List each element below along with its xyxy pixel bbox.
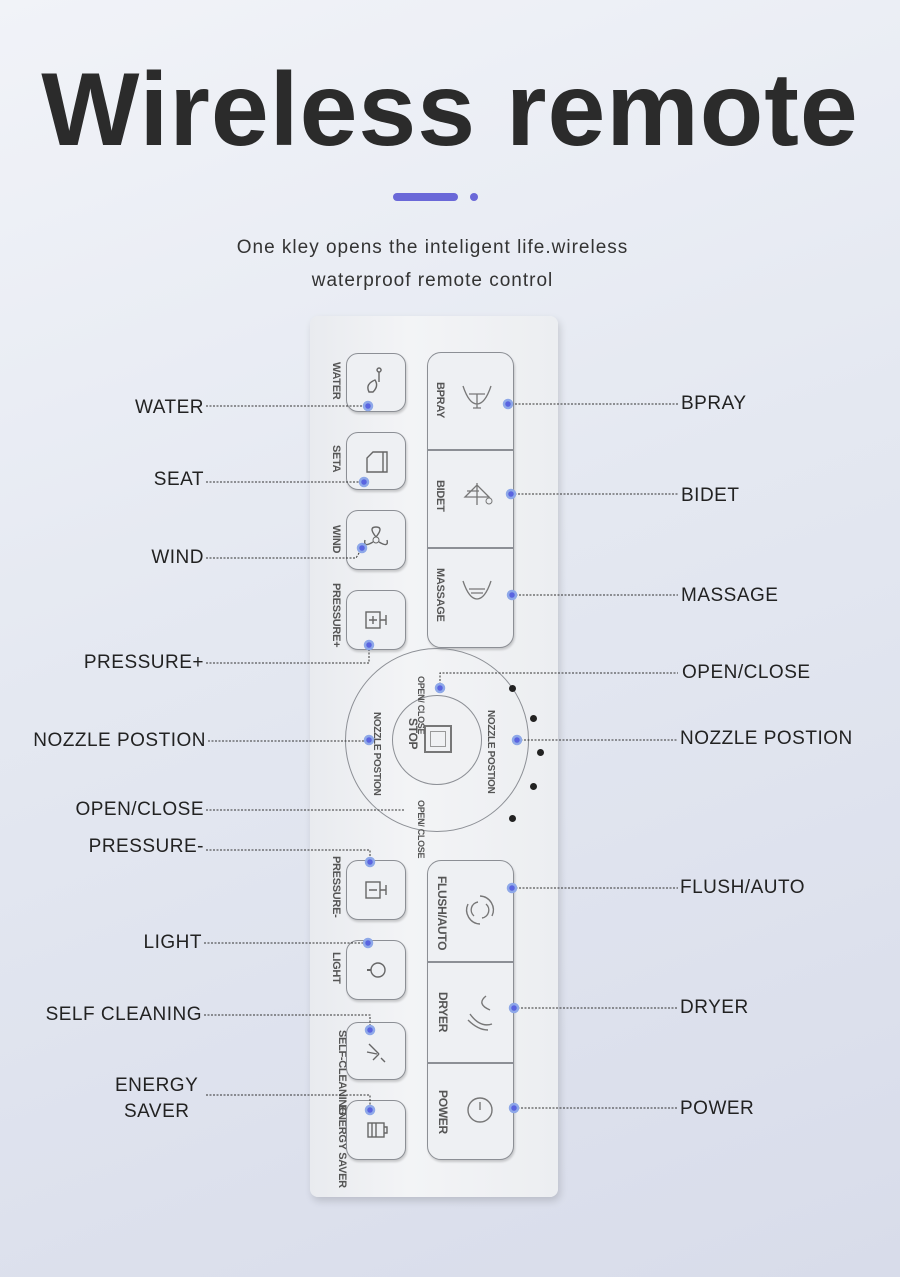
divider xyxy=(428,449,513,451)
pressure-minus-icon xyxy=(365,881,387,899)
nozzle-left-button[interactable]: NOZZLE POSTION xyxy=(371,712,382,796)
pressure-minus-button[interactable] xyxy=(346,860,406,920)
pressure-plus-icon xyxy=(365,611,387,629)
bidet-button[interactable]: BIDET xyxy=(434,480,446,512)
divider xyxy=(428,961,513,963)
callout-massage: MASSAGE xyxy=(681,585,779,606)
open-close-top-button[interactable]: OPEN/ CLOSE xyxy=(416,676,426,735)
callout-wind: WIND xyxy=(151,547,204,568)
accent-bar xyxy=(393,193,458,201)
massage-icon xyxy=(462,580,492,600)
callout-water: WATER xyxy=(135,397,204,418)
indicator-dot xyxy=(530,715,537,722)
label-light: LIGHT xyxy=(330,952,342,984)
callout-power: POWER xyxy=(680,1098,755,1119)
callout-flush-auto: FLUSH/AUTO xyxy=(680,877,806,898)
label-wind: WIND xyxy=(330,525,342,554)
fan-icon xyxy=(363,526,389,546)
water-temperature-icon xyxy=(367,366,382,393)
light-bulb-icon xyxy=(367,962,386,978)
dryer-icon xyxy=(467,995,493,1031)
indicator-dot xyxy=(509,815,516,822)
callout-self-cleaning: SELF CLEANING xyxy=(45,1004,202,1025)
label-pressure-plus: PRESSURE+ xyxy=(330,583,342,648)
stop-label: STOP xyxy=(406,718,420,750)
flush-auto-button[interactable]: FLUSH/AUTO xyxy=(435,876,449,951)
battery-icon xyxy=(367,1122,388,1138)
massage-button[interactable]: MASSAGE xyxy=(434,568,446,622)
water-button[interactable] xyxy=(346,353,406,412)
bidet-icon xyxy=(463,483,493,505)
label-energy-saver: ENERGY SAVER xyxy=(336,1105,348,1188)
stop-button[interactable] xyxy=(392,695,482,785)
page-title: Wireless remote xyxy=(41,52,859,168)
callout-bpray: BPRAY xyxy=(681,393,747,414)
flush-swirl-icon xyxy=(465,895,495,925)
callout-dryer: DRYER xyxy=(680,997,749,1018)
spray-icon xyxy=(462,385,492,409)
subtitle-line-2: waterproof remote control xyxy=(311,270,554,291)
callout-saver: SAVER xyxy=(124,1101,190,1122)
indicator-dot xyxy=(530,783,537,790)
callout-open-close-bottom: OPEN/CLOSE xyxy=(75,799,204,820)
callout-energy: ENERGY xyxy=(115,1075,199,1096)
nozzle-right-button[interactable]: NOZZLE POSTION xyxy=(485,710,496,794)
wind-button[interactable] xyxy=(346,510,406,570)
dryer-button[interactable]: DRYER xyxy=(436,992,450,1033)
label-water: WATER xyxy=(330,362,342,400)
pressure-plus-button[interactable] xyxy=(346,590,406,650)
power-button[interactable]: POWER xyxy=(436,1090,450,1134)
indicator-dot xyxy=(537,749,544,756)
divider xyxy=(428,547,513,549)
energy-saver-button[interactable] xyxy=(346,1100,406,1160)
label-self-cleaning: SELF-CLEANING xyxy=(336,1030,348,1116)
power-icon xyxy=(467,1097,493,1123)
callout-light: LIGHT xyxy=(143,932,202,953)
callout-bidet: BIDET xyxy=(681,485,740,506)
callout-pressure-minus: PRESSURE- xyxy=(88,836,204,857)
open-close-bottom-button[interactable]: OPEN/ CLOSE xyxy=(416,800,426,859)
bpray-button[interactable]: BPRAY xyxy=(434,382,446,418)
callout-nozzle-position-right: NOZZLE POSTION xyxy=(680,728,853,749)
callout-pressure-plus: PRESSURE+ xyxy=(83,652,204,673)
label-pressure-minus: PRESSURE- xyxy=(330,856,342,918)
accent-dot xyxy=(470,193,478,201)
callout-nozzle-position-left: NOZZLE POSTION xyxy=(33,730,206,751)
callout-seat: SEAT xyxy=(153,469,204,490)
label-seat: SETA xyxy=(330,445,342,473)
callout-open-close-top: OPEN/CLOSE xyxy=(682,662,811,683)
self-cleaning-button[interactable] xyxy=(346,1022,406,1080)
indicator-dot xyxy=(509,685,516,692)
self-cleaning-icon xyxy=(366,1043,386,1063)
seat-button[interactable] xyxy=(346,432,406,490)
seat-icon xyxy=(366,451,388,473)
light-button[interactable] xyxy=(346,940,406,1000)
divider xyxy=(428,1062,513,1064)
stop-icon xyxy=(424,725,452,753)
subtitle-line-1: One kley opens the inteligent life.wirel… xyxy=(236,237,629,258)
